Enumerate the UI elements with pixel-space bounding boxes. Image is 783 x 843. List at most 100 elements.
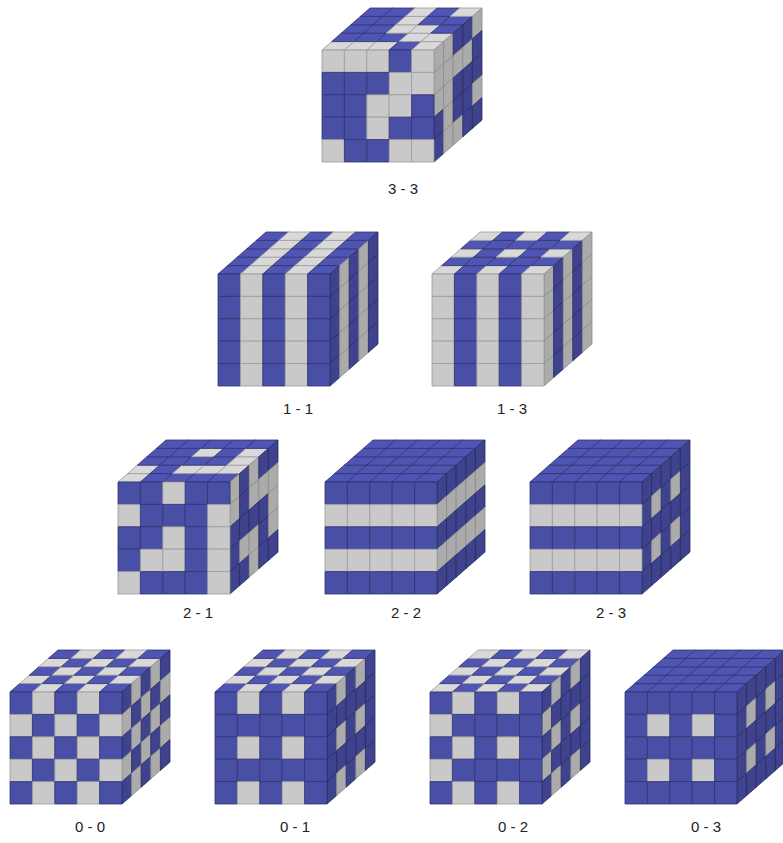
cube-cell (573, 330, 583, 361)
cube-cell (530, 482, 552, 504)
cube-cell (580, 740, 590, 771)
cube-cell (308, 364, 330, 386)
cube-cell (575, 482, 597, 504)
cube-cell (370, 572, 392, 594)
cube-cell (463, 106, 473, 137)
cube-cell (340, 347, 350, 378)
cube-cell (620, 482, 642, 504)
cube-cell (415, 572, 437, 594)
cube-cell (237, 692, 259, 714)
cube-cell (625, 692, 647, 714)
cube-cell (520, 759, 542, 781)
cube-cell (670, 714, 692, 736)
cube-cell (499, 364, 521, 386)
cube-cell (260, 692, 282, 714)
cube-cell (692, 692, 714, 714)
cube-cell (77, 759, 99, 781)
cube-cell (370, 482, 392, 504)
cube-cell (392, 572, 414, 594)
cube-cell (475, 692, 497, 714)
cube-cell (347, 482, 369, 504)
cube-cell (575, 572, 597, 594)
cube-cell (370, 549, 392, 571)
cube-cell (308, 274, 330, 296)
cube-label: 1 - 3 (497, 400, 527, 417)
cube-cell (477, 296, 499, 318)
cube-cell (520, 782, 542, 804)
cube-cell (308, 296, 330, 318)
cube-cell (737, 773, 747, 804)
cube-cell (497, 737, 519, 759)
cube-cell (330, 355, 340, 386)
cube-cell (756, 756, 766, 787)
cube-cell (552, 765, 562, 796)
cube-cell (389, 140, 411, 162)
cube-cell (322, 140, 344, 162)
cube-cell (625, 737, 647, 759)
cube-cell (260, 737, 282, 759)
cube-cell (430, 714, 452, 736)
cube-cell (522, 296, 544, 318)
cube-cell (444, 123, 454, 154)
cube-cell (215, 737, 237, 759)
cube-cell (447, 555, 457, 586)
cube-cell (118, 482, 140, 504)
cube-cell (208, 504, 230, 526)
cube-cell (415, 504, 437, 526)
cube-cell (715, 782, 737, 804)
cube-cell (344, 117, 366, 139)
cube-cell (432, 341, 454, 363)
cube-cell (140, 482, 162, 504)
cube-cell (575, 549, 597, 571)
cube-cell (185, 572, 207, 594)
cube-cell (432, 274, 454, 296)
cube-cell (575, 504, 597, 526)
cube-cell (344, 72, 366, 94)
cube-cell (452, 759, 474, 781)
cube-cell (263, 274, 285, 296)
cube-cell (325, 527, 347, 549)
cube-cell (552, 504, 574, 526)
cube-cell (454, 341, 476, 363)
cube-cell (282, 782, 304, 804)
cube-cell (552, 482, 574, 504)
cube-cell (430, 759, 452, 781)
cube-cell (412, 117, 434, 139)
cube-cell (647, 714, 669, 736)
cube-cell (208, 527, 230, 549)
cube-cell (263, 296, 285, 318)
cube-cell (285, 274, 307, 296)
cube-cell (475, 714, 497, 736)
cube-cell (237, 759, 259, 781)
cube-cell (472, 98, 482, 129)
cube-cell (620, 504, 642, 526)
cube-cell (522, 364, 544, 386)
cube-cell (100, 714, 122, 736)
cube-cell (140, 504, 162, 526)
cube-cell (325, 572, 347, 594)
cube-cell (475, 530, 485, 561)
cube-cell (597, 504, 619, 526)
cube-cell (240, 341, 262, 363)
cube-cell (240, 274, 262, 296)
cube-cell (452, 692, 474, 714)
cube-cell (692, 737, 714, 759)
cube-label: 0 - 2 (498, 818, 528, 835)
cube-cell (530, 572, 552, 594)
cube-cell (263, 341, 285, 363)
cube-cell (554, 347, 564, 378)
cube-cell (344, 50, 366, 72)
cube-cell (670, 737, 692, 759)
cube-cell (367, 140, 389, 162)
cube-cell (647, 737, 669, 759)
cube-cell (437, 563, 447, 594)
cube-cell (325, 549, 347, 571)
cube-cell (367, 50, 389, 72)
cube-cell (356, 748, 366, 779)
cube-cell (715, 714, 737, 736)
cube-cell (625, 782, 647, 804)
cube-cell (349, 338, 359, 369)
cube-cell (163, 527, 185, 549)
cube-cell (370, 527, 392, 549)
cube-cell (412, 50, 434, 72)
